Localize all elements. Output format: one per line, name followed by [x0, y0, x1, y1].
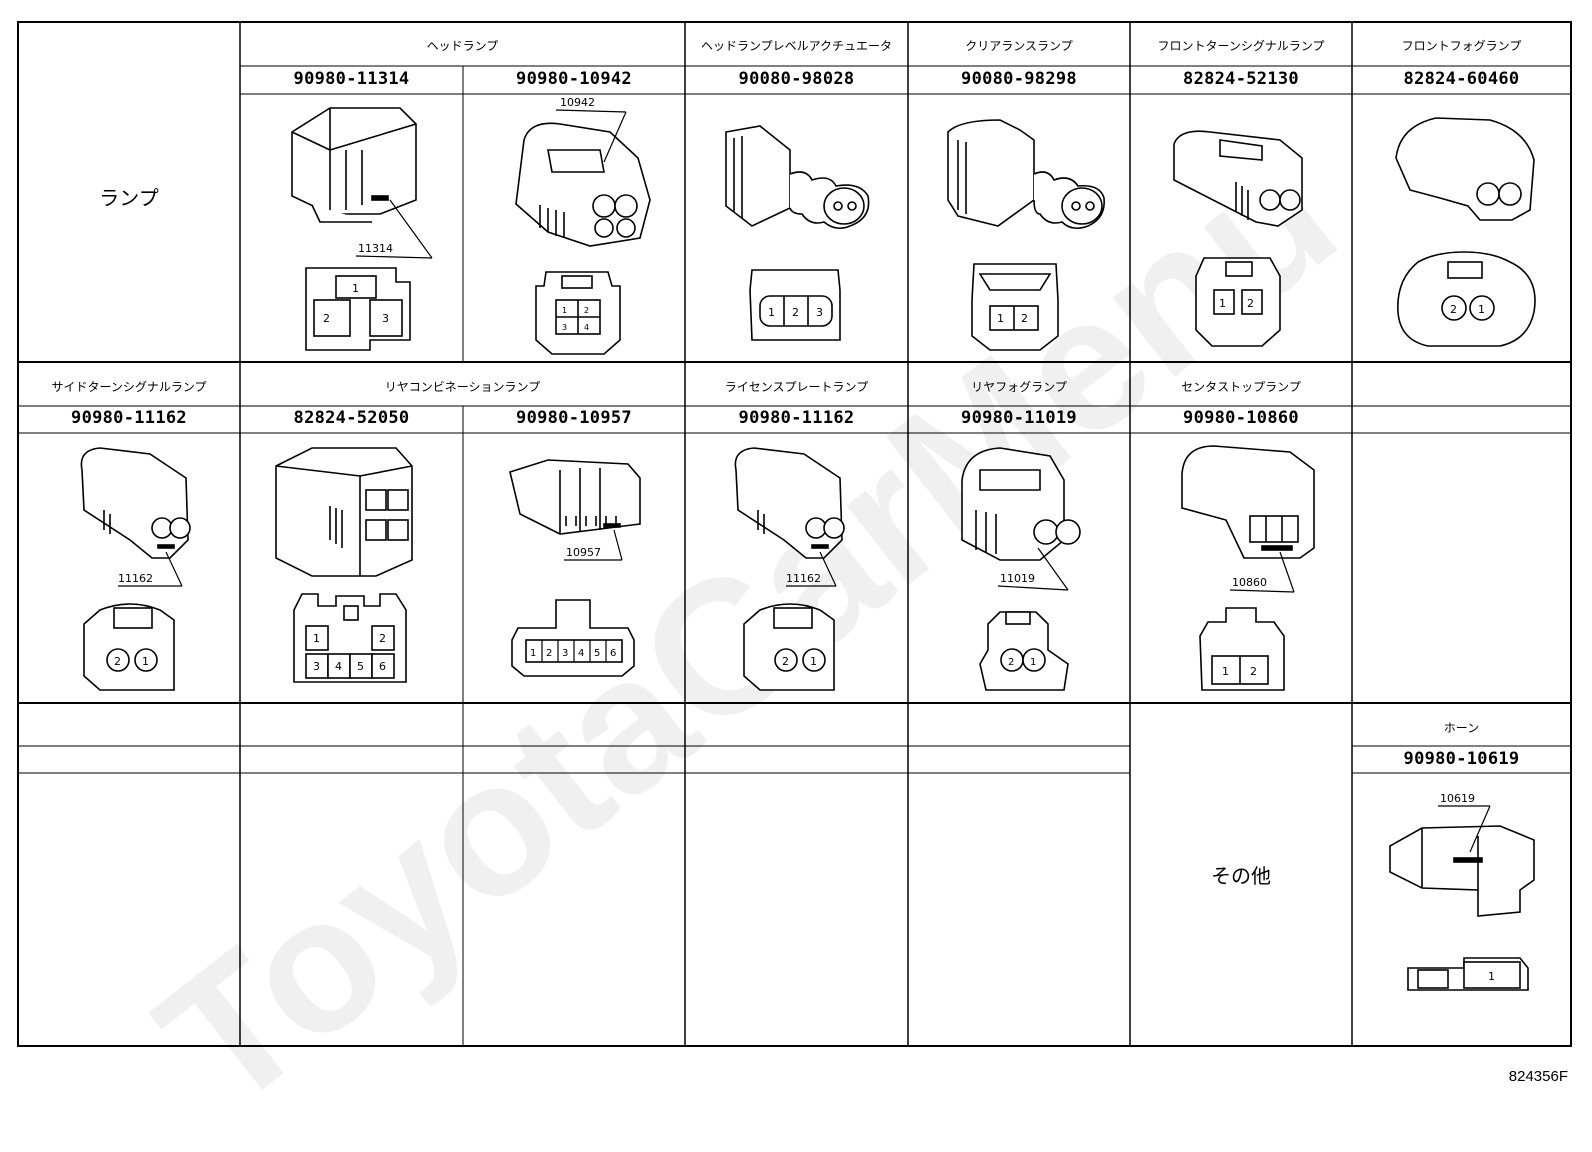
pin-label: 4 — [584, 323, 589, 332]
part-number: 90980-11314 — [293, 69, 410, 89]
connector-illustration-52130: 1 2 — [1173, 130, 1303, 347]
pin-label: 6 — [610, 648, 616, 659]
pin-label: 1 — [352, 282, 359, 295]
pin-label: 2 — [792, 306, 799, 319]
connector-illustrations: 11314 1 2 3 10942 — [80, 96, 1536, 991]
pin-label: 2 — [323, 312, 330, 325]
part-number: 90980-10957 — [516, 408, 632, 428]
pin-label: 1 — [313, 632, 320, 645]
pin-label: 1 — [142, 655, 149, 668]
pin-label: 2 — [584, 306, 589, 315]
category-lamp: ランプ — [99, 186, 159, 210]
pin-label: 1 — [810, 655, 817, 668]
callout-label: 10619 — [1440, 792, 1475, 805]
pin-label: 1 — [1488, 970, 1495, 983]
pin-label: 3 — [313, 660, 320, 673]
pin-label: 2 — [1250, 665, 1257, 678]
pin-label: 2 — [1450, 303, 1457, 316]
pin-label: 4 — [578, 648, 584, 659]
group-horn: ホーン — [1443, 721, 1480, 735]
callout-label: 11162 — [786, 572, 821, 585]
group-center-stop-lamp: センタストップランプ — [1181, 380, 1301, 394]
connector-illustration-10957: 10957 1 2 3 4 5 6 — [509, 459, 641, 677]
pin-label: 2 — [379, 632, 386, 645]
pin-label: 3 — [562, 648, 568, 659]
callout-label: 10860 — [1232, 576, 1267, 589]
group-front-turn-signal-lamp: フロントターンシグナルランプ — [1157, 39, 1325, 53]
connector-illustration-11162: 11162 2 1 — [80, 447, 191, 691]
group-clearance-lamp: クリアランスランプ — [965, 39, 1073, 53]
connector-illustration-52050: 1 2 3 4 5 6 — [275, 447, 413, 683]
part-number: 90980-10942 — [516, 69, 632, 89]
pin-label: 2 — [114, 655, 121, 668]
part-number: 90080-98028 — [738, 69, 855, 89]
table-grid — [17, 21, 1572, 1047]
pin-label: 5 — [594, 648, 600, 659]
pin-label: 4 — [335, 660, 342, 673]
pin-label: 3 — [562, 323, 567, 332]
connector-illustration-60460: 2 1 — [1395, 117, 1536, 347]
pin-label: 1 — [1478, 303, 1485, 316]
part-number: 90980-11162 — [71, 408, 187, 428]
pin-label: 2 — [546, 648, 552, 659]
connector-illustration-11314: 11314 1 2 3 — [291, 107, 433, 351]
connector-illustration-10860: 10860 1 2 — [1181, 445, 1315, 691]
category-other: その他 — [1211, 864, 1271, 888]
group-front-fog-lamp: フロントフォグランプ — [1401, 39, 1522, 53]
pin-label: 3 — [816, 306, 823, 319]
connector-illustration-11162-license: 11162 2 1 — [734, 447, 845, 691]
part-number: 82824-52050 — [293, 408, 410, 428]
callout-label: 10957 — [566, 546, 601, 559]
pin-label: 1 — [997, 312, 1004, 325]
part-number: 90980-11019 — [961, 408, 1077, 428]
pin-label: 3 — [382, 312, 389, 325]
pin-label: 2 — [1247, 297, 1254, 310]
group-rear-fog-lamp: リヤフォグランプ — [971, 380, 1067, 394]
pin-label: 2 — [782, 655, 789, 668]
pin-label: 2 — [1008, 657, 1014, 668]
part-number: 82824-60460 — [1403, 69, 1520, 89]
callout-label: 10942 — [560, 96, 595, 109]
connector-illustration-98298: 1 2 — [947, 119, 1105, 351]
part-number: 82824-52130 — [1183, 69, 1299, 89]
pin-label: 1 — [530, 648, 536, 659]
group-headlamp: ヘッドランプ — [426, 39, 499, 53]
pin-label: 6 — [379, 660, 386, 673]
connector-illustration-98028: 1 2 3 — [725, 125, 870, 341]
document-id: 824356F — [1508, 1068, 1568, 1085]
pin-label: 1 — [562, 306, 567, 315]
connector-illustration-10942: 10942 1 2 3 4 — [515, 96, 651, 355]
group-license-plate-lamp: ライセンスプレートランプ — [724, 380, 869, 394]
part-number: 90080-98298 — [961, 69, 1077, 89]
pin-label: 1 — [768, 306, 775, 319]
callout-label: 11314 — [358, 242, 393, 255]
callout-label: 11162 — [118, 572, 153, 585]
group-side-turn-signal-lamp: サイドターンシグナルランプ — [51, 380, 207, 394]
connector-illustration-10619: 10619 1 — [1389, 792, 1535, 991]
part-number: 90980-10619 — [1403, 749, 1520, 769]
part-number: 90980-11162 — [738, 408, 855, 428]
connector-illustration-11019: 11019 2 1 — [961, 447, 1081, 691]
pin-label: 1 — [1222, 665, 1229, 678]
pin-label: 2 — [1021, 312, 1028, 325]
connector-table-page: ToyotaCarMenu — [17, 21, 1572, 1149]
pin-label: 1 — [1219, 297, 1226, 310]
pin-label: 5 — [357, 660, 364, 673]
callout-label: 11019 — [1000, 572, 1035, 585]
group-headlamp-level-actuator: ヘッドランプレベルアクチュエータ — [700, 39, 893, 53]
part-number: 90980-10860 — [1183, 408, 1299, 428]
group-rear-combination-lamp: リヤコンビネーションランプ — [384, 380, 541, 394]
pin-label: 1 — [1030, 657, 1036, 668]
